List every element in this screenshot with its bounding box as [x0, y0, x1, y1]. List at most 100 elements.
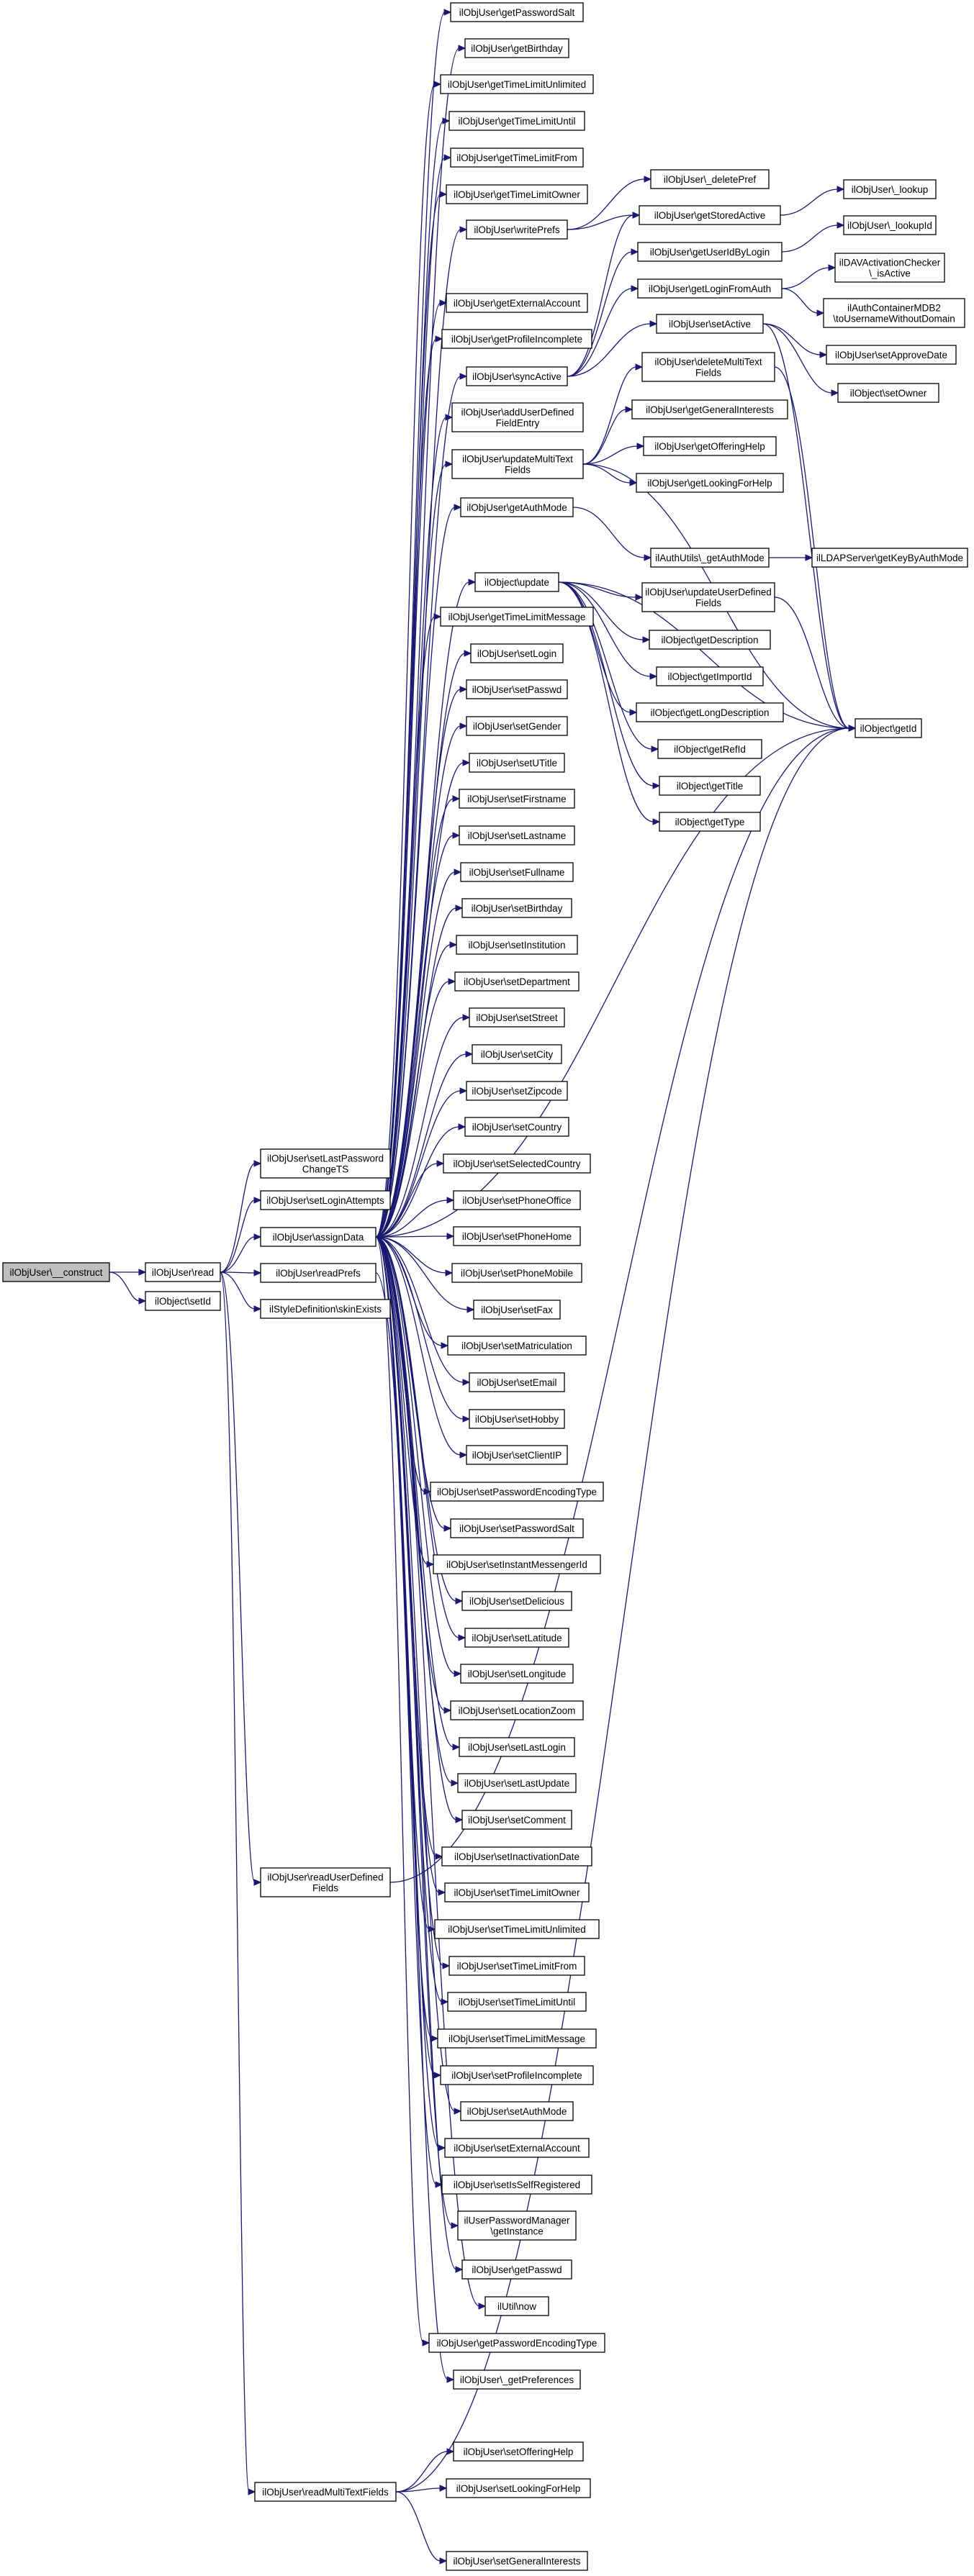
node-getTimeLimitOwner[interactable]: ilObjUser\getTimeLimitOwner: [446, 184, 588, 204]
node-setOfferingHelp[interactable]: ilObjUser\setOfferingHelp: [453, 2441, 584, 2462]
node-davIsActive[interactable]: ilDAVActivationChecker\_isActive: [834, 253, 945, 283]
node-setLatitude[interactable]: ilObjUser\setLatitude: [464, 1628, 569, 1648]
node-utilNow[interactable]: ilUtil\now: [484, 2296, 549, 2316]
node-setId[interactable]: ilObject\setId: [145, 1291, 221, 1311]
node-setLongitude[interactable]: ilObjUser\setLongitude: [460, 1664, 574, 1684]
node-setLastLogin[interactable]: ilObjUser\setLastLogin: [459, 1737, 575, 1757]
node-ldapGetKey[interactable]: ilLDAPServer\getKeyByAuthMode: [811, 548, 968, 568]
node-setGender[interactable]: ilObjUser\setGender: [466, 716, 568, 736]
node-setPasswordSalt[interactable]: ilObjUser\setPasswordSalt: [450, 1518, 584, 1538]
node-setLogin[interactable]: ilObjUser\setLogin: [470, 643, 564, 663]
node-setTimeLimitOwner[interactable]: ilObjUser\setTimeLimitOwner: [444, 1882, 590, 1902]
node-setPhoneMobile[interactable]: ilObjUser\setPhoneMobile: [451, 1263, 582, 1283]
node-authMDB2[interactable]: ilAuthContainerMDB2\toUsernameWithoutDom…: [823, 298, 965, 328]
node-setPasswordEncodingType[interactable]: ilObjUser\setPasswordEncodingType: [430, 1482, 604, 1502]
node-setClientIP[interactable]: ilObjUser\setClientIP: [466, 1445, 568, 1465]
node-getAuthMode[interactable]: ilObjUser\getAuthMode: [460, 497, 574, 517]
node-getBirthday[interactable]: ilObjUser\getBirthday: [464, 38, 569, 58]
node-writePrefs[interactable]: ilObjUser\writePrefs: [466, 219, 568, 240]
node-setCountry[interactable]: ilObjUser\setCountry: [464, 1117, 569, 1137]
node-getPasswordEncodingType[interactable]: ilObjUser\getPasswordEncodingType: [428, 2333, 605, 2353]
node-getImportId[interactable]: ilObject\getImportId: [656, 666, 764, 686]
node-setEmail[interactable]: ilObjUser\setEmail: [469, 1372, 565, 1392]
node-getUserIdByLogin[interactable]: ilObjUser\getUserIdByLogin: [637, 242, 783, 262]
node-getType[interactable]: ilObject\getType: [659, 812, 761, 832]
node-setFax[interactable]: ilObjUser\setFax: [473, 1300, 561, 1320]
node-pwmGetInstance[interactable]: ilUserPasswordManager\getInstance: [457, 2210, 577, 2241]
node-setActive[interactable]: ilObjUser\setActive: [656, 314, 764, 334]
node-setLoginAttempts[interactable]: ilObjUser\setLoginAttempts: [260, 1190, 391, 1210]
node-setPhoneOffice[interactable]: ilObjUser\setPhoneOffice: [453, 1190, 581, 1210]
node-setInstitution[interactable]: ilObjUser\setInstitution: [456, 935, 578, 955]
node-setSelectedCountry[interactable]: ilObjUser\setSelectedCountry: [443, 1153, 591, 1174]
node-getPasswordSalt[interactable]: ilObjUser\getPasswordSalt: [450, 2, 584, 22]
node-setCity[interactable]: ilObjUser\setCity: [472, 1044, 562, 1064]
node-getTimeLimitMessage[interactable]: ilObjUser\getTimeLimitMessage: [440, 607, 594, 627]
node-setIsSelfRegistered[interactable]: ilObjUser\setIsSelfRegistered: [441, 2174, 592, 2195]
node-skinExists[interactable]: ilStyleDefinition\skinExists: [260, 1299, 391, 1319]
node-setLastUpdate[interactable]: ilObjUser\setLastUpdate: [457, 1773, 577, 1793]
node-getLoginFromAuth[interactable]: ilObjUser\getLoginFromAuth: [637, 278, 783, 299]
node-setInactivationDate[interactable]: ilObjUser\setInactivationDate: [441, 1846, 592, 1867]
node-setOwner[interactable]: ilObject\setOwner: [837, 383, 939, 403]
node-setTimeLimitMessage[interactable]: ilObjUser\setTimeLimitMessage: [437, 2028, 597, 2049]
node-getExternalAccount[interactable]: ilObjUser\getExternalAccount: [446, 293, 588, 313]
node-setInstantMessengerId[interactable]: ilObjUser\setInstantMessengerId: [433, 1554, 601, 1574]
node-setLocationZoom[interactable]: ilObjUser\setLocationZoom: [450, 1700, 584, 1720]
node-setHobby[interactable]: ilObjUser\setHobby: [469, 1409, 565, 1429]
node-setExternalAccount[interactable]: ilObjUser\setExternalAccount: [444, 2138, 590, 2158]
node-construct[interactable]: ilObjUser\__construct: [2, 1262, 110, 1282]
node-setMatriculation[interactable]: ilObjUser\setMatriculation: [447, 1335, 587, 1356]
node-getPreferences[interactable]: ilObjUser\_getPreferences: [453, 2369, 581, 2390]
node-update[interactable]: ilObject\update: [474, 572, 559, 592]
node-getStoredActive[interactable]: ilObjUser\getStoredActive: [639, 205, 781, 225]
node-setComment[interactable]: ilObjUser\setComment: [461, 1810, 572, 1830]
node-setLastname[interactable]: ilObjUser\setLastname: [459, 825, 575, 845]
node-getDescription[interactable]: ilObject\getDescription: [649, 630, 771, 650]
node-getLookingForHelp[interactable]: ilObjUser\getLookingForHelp: [636, 473, 784, 493]
node-authUtilsGetAuthMode[interactable]: ilAuthUtils\_getAuthMode: [650, 548, 770, 568]
node-getGeneralInterests[interactable]: ilObjUser\getGeneralInterests: [631, 399, 788, 419]
node-setFullname[interactable]: ilObjUser\setFullname: [460, 862, 574, 882]
node-setGeneralInterests[interactable]: ilObjUser\setGeneralInterests: [446, 2551, 588, 2571]
node-setAuthMode[interactable]: ilObjUser\setAuthMode: [460, 2101, 574, 2121]
node-getId[interactable]: ilObject\getId: [854, 718, 922, 738]
node-setTimeLimitUnlimited[interactable]: ilObjUser\setTimeLimitUnlimited: [434, 1919, 600, 1939]
node-setPhoneHome[interactable]: ilObjUser\setPhoneHome: [453, 1226, 581, 1246]
node-getTimeLimitUnlimited[interactable]: ilObjUser\getTimeLimitUnlimited: [440, 74, 594, 94]
node-setTimeLimitFrom[interactable]: ilObjUser\setTimeLimitFrom: [448, 1956, 585, 1976]
node-setZipcode[interactable]: ilObjUser\setZipcode: [466, 1081, 568, 1101]
node-setApproveDate[interactable]: ilObjUser\setApproveDate: [826, 345, 957, 365]
node-readPrefs[interactable]: ilObjUser\readPrefs: [260, 1263, 376, 1283]
node-readMultiTextFields[interactable]: ilObjUser\readMultiTextFields: [254, 2482, 397, 2502]
node-setFirstname[interactable]: ilObjUser\setFirstname: [459, 789, 575, 809]
node-deletePref[interactable]: ilObjUser\_deletePref: [650, 169, 770, 189]
node-setLookingForHelp[interactable]: ilObjUser\setLookingForHelp: [446, 2478, 591, 2498]
node-setDelicious[interactable]: ilObjUser\setDelicious: [461, 1591, 572, 1611]
node-syncActive[interactable]: ilObjUser\syncActive: [466, 366, 568, 386]
node-getTitle[interactable]: ilObject\getTitle: [659, 776, 761, 796]
node-getPasswd[interactable]: ilObjUser\getPasswd: [461, 2259, 572, 2280]
node-setUTitle[interactable]: ilObjUser\setUTitle: [469, 753, 565, 773]
node-getRefId[interactable]: ilObject\getRefId: [657, 739, 762, 759]
node-getOfferingHelp[interactable]: ilObjUser\getOfferingHelp: [643, 436, 777, 456]
node-setDepartment[interactable]: ilObjUser\setDepartment: [454, 971, 580, 992]
node-getLongDescription[interactable]: ilObject\getLongDescription: [636, 702, 784, 722]
node-getProfileIncomplete[interactable]: ilObjUser\getProfileIncomplete: [441, 329, 592, 349]
node-setTimeLimitUntil[interactable]: ilObjUser\setTimeLimitUntil: [447, 1992, 587, 2012]
node-lookupId[interactable]: ilObjUser\_lookupId: [843, 215, 937, 235]
node-setBirthday[interactable]: ilObjUser\setBirthday: [461, 898, 572, 918]
node-assignData[interactable]: ilObjUser\assignData: [260, 1227, 376, 1247]
node-getTimeLimitUntil[interactable]: ilObjUser\getTimeLimitUntil: [448, 111, 585, 131]
node-read[interactable]: ilObjUser\read: [145, 1262, 221, 1282]
node-setPasswd[interactable]: ilObjUser\setPasswd: [466, 679, 568, 699]
node-setProfileIncomplete[interactable]: ilObjUser\setProfileIncomplete: [440, 2065, 594, 2085]
node-lookup[interactable]: ilObjUser\_lookup: [843, 179, 937, 199]
node-setStreet[interactable]: ilObjUser\setStreet: [469, 1007, 565, 1028]
